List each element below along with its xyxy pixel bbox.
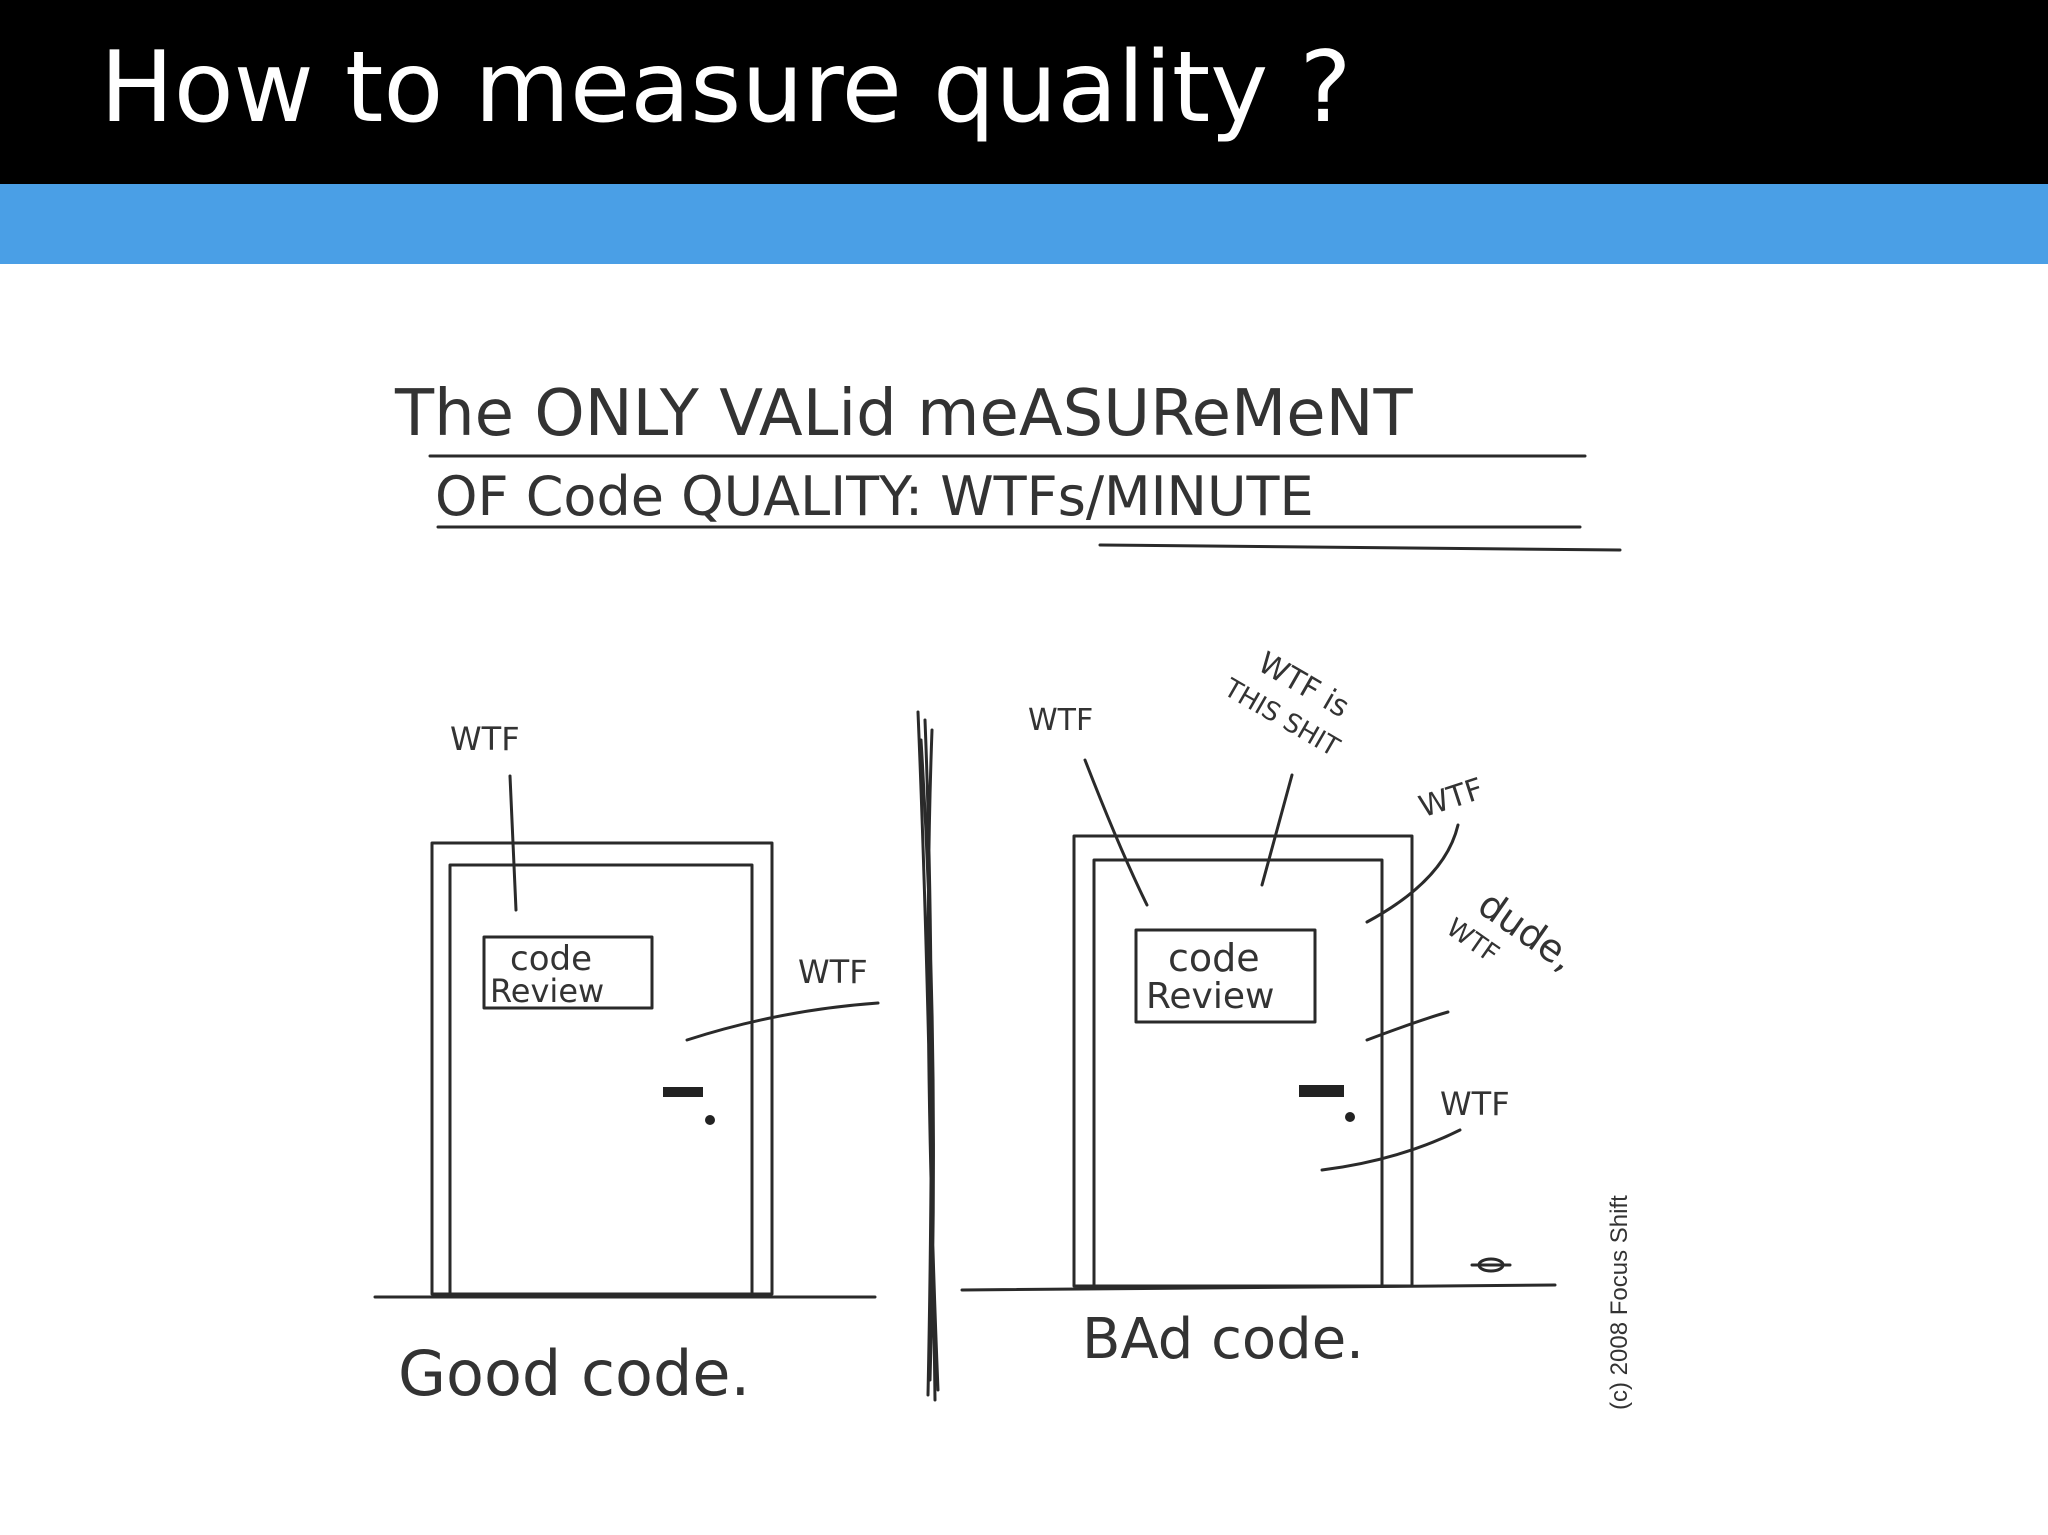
right-wtf-4: WTF <box>1440 1085 1510 1123</box>
right-wtf-2-pointer <box>1260 773 1294 887</box>
left-door-handle <box>663 1087 703 1097</box>
right-door-handle <box>1299 1085 1344 1097</box>
bug-sketch-icon <box>1470 1257 1512 1273</box>
right-dude-pointer <box>1365 1010 1450 1042</box>
right-wtf-2-group: WTF is THIS SHIT <box>1218 645 1355 763</box>
right-sign-line2: Review <box>1146 976 1274 1017</box>
heading-underline-3 <box>1098 543 1622 552</box>
wtf-cartoon: The ONLY VALid meASUReMeNT OF Code QUALI… <box>373 377 1633 1410</box>
right-door: code Review <box>1072 834 1414 1288</box>
left-wtf-side-pointer <box>685 1001 880 1042</box>
left-door-frame-inner <box>448 863 754 1296</box>
right-wtf-1: WTF <box>1028 703 1093 738</box>
left-door-frame-outer <box>430 841 774 1296</box>
right-code-review-sign <box>1134 928 1317 1024</box>
right-wtf-3: WTF <box>1415 772 1488 825</box>
right-wtf-3-pointer <box>1365 823 1460 924</box>
left-code-review-sign <box>482 935 654 1010</box>
right-dude-group: dude, WTF <box>1441 882 1584 980</box>
copyright-notice: (c) 2008 Focus Shift <box>1606 1195 1633 1410</box>
left-door: code Review <box>430 841 774 1296</box>
right-sign-line1: code <box>1168 936 1260 980</box>
right-wtf-3-group: WTF <box>1415 772 1488 825</box>
accent-band <box>0 184 2048 264</box>
left-wtf-top-pointer <box>508 774 518 912</box>
left-sign-line2: Review <box>490 972 604 1010</box>
left-door-keyhole <box>705 1115 715 1125</box>
cartoon-heading-line2: OF Code QUALITY: WTFs/MINUTE <box>435 465 1314 528</box>
slide-title: How to measure quality ? <box>100 31 1352 145</box>
right-door-frame-outer <box>1072 834 1414 1288</box>
right-wtf-1-pointer <box>1083 758 1149 907</box>
panel-divider <box>916 710 940 1402</box>
cartoon-heading-line1: The ONLY VALid meASUReMeNT <box>394 377 1414 451</box>
right-caption: BAd code. <box>1082 1307 1364 1372</box>
right-door-frame-inner <box>1092 858 1384 1288</box>
title-bar: How to measure quality ? <box>0 0 2048 184</box>
right-door-keyhole <box>1345 1112 1355 1122</box>
right-wtf-4-pointer <box>1320 1128 1462 1172</box>
left-sign-line1: code <box>510 939 592 979</box>
left-wtf-top: WTF <box>450 720 520 758</box>
left-wtf-side: WTF <box>798 953 868 991</box>
left-caption: Good code. <box>398 1337 750 1410</box>
